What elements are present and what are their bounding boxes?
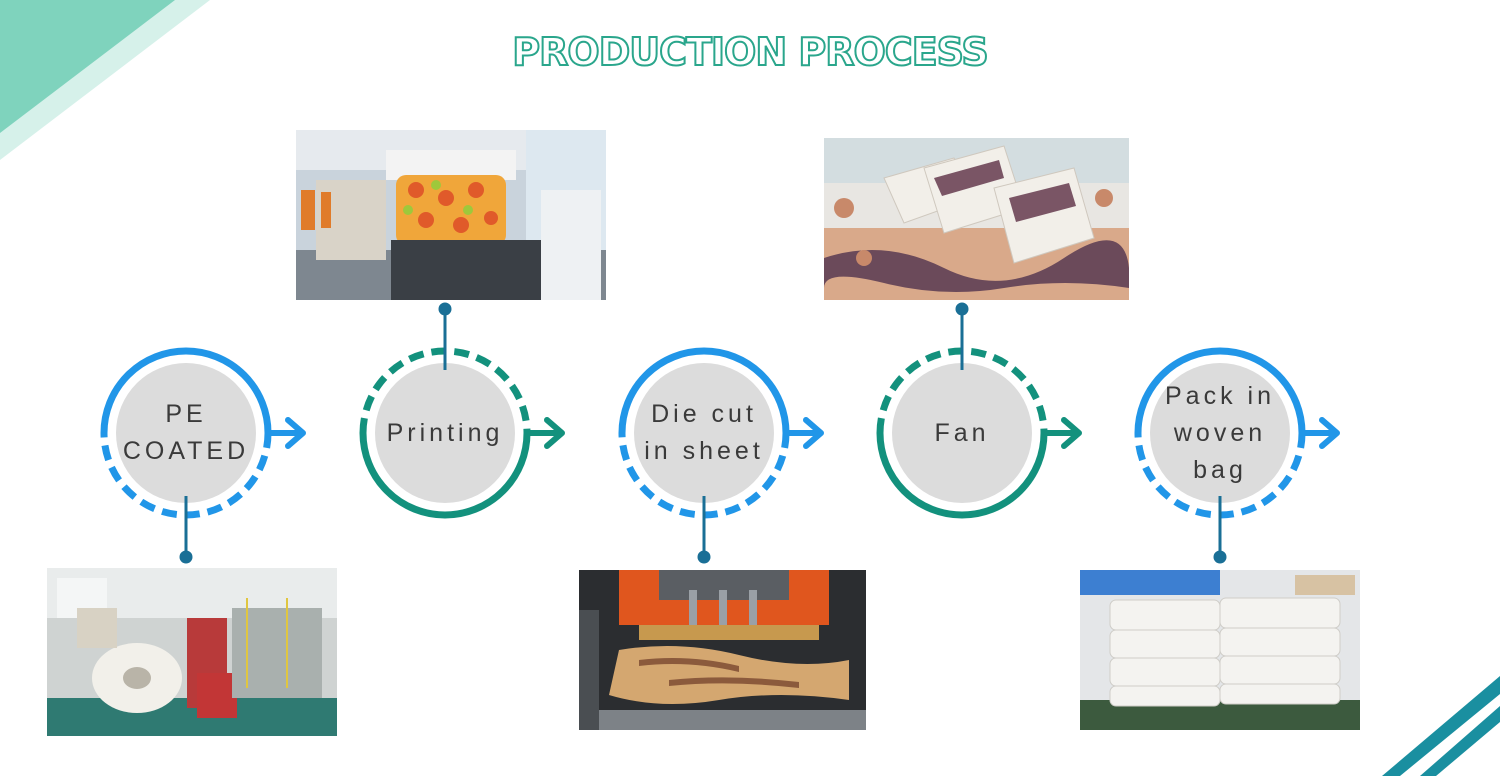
paper-cup-fans-photo: [824, 138, 1129, 300]
connectors: [179, 302, 1227, 564]
step-5-ring: [1134, 347, 1340, 519]
step-label-line: bag: [1193, 455, 1247, 484]
step-label-line: Fan: [934, 418, 990, 447]
step-label-pe-coated: PE COATED: [116, 383, 256, 483]
step-label-line: Printing: [386, 418, 504, 447]
step-label-line: woven: [1173, 418, 1267, 447]
step-label-pack-in-woven-bag: Pack in woven bag: [1150, 378, 1290, 488]
page-title: PRODUCTION PROCESS: [511, 29, 989, 75]
die-cutting-machine-photo: [579, 570, 866, 730]
step-label-line: Die cut: [651, 400, 757, 428]
step-label-die-cut: Die cut in sheet: [634, 383, 774, 483]
woven-bags-photo: [1080, 570, 1360, 730]
step-label-fan: Fan: [892, 383, 1032, 483]
corner-decoration-top-left: [0, 0, 210, 160]
step-label-line: Pack in: [1165, 381, 1275, 410]
step-label-line: PE: [165, 400, 207, 428]
step-1-ring: [100, 347, 306, 519]
coating-machine-photo: [47, 568, 337, 736]
step-label-line: COATED: [122, 437, 250, 465]
corner-decoration-bottom-right: [1382, 676, 1500, 776]
step-label-printing: Printing: [375, 383, 515, 483]
printing-press-photo: [296, 130, 606, 300]
step-4-ring: [876, 347, 1082, 519]
step-label-line: in sheet: [644, 437, 764, 465]
